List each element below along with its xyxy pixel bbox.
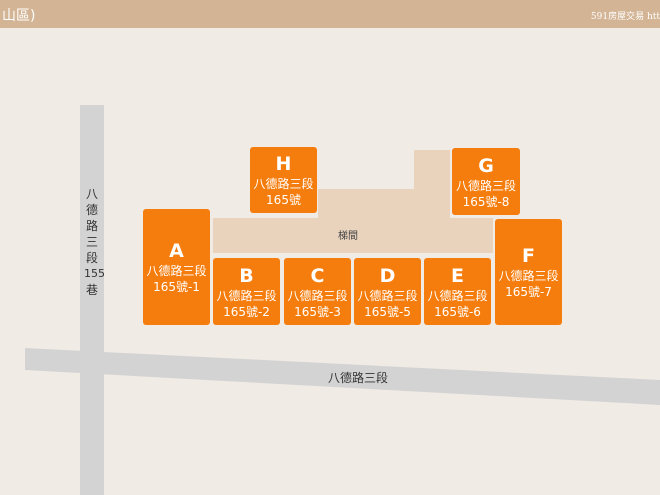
road-char: 路: [85, 219, 98, 233]
unit-number: 165號-8: [462, 194, 510, 209]
unit-letter: B: [239, 264, 254, 287]
unit-d[interactable]: D 八德路三段 165號-5: [354, 258, 421, 325]
unit-number: 165號-1: [153, 280, 200, 294]
unit-number: 165號-3: [294, 304, 341, 319]
stairwell-main: [213, 218, 493, 253]
unit-street: 八德路三段: [287, 288, 348, 303]
unit-letter: D: [379, 264, 396, 287]
road-char: 三: [85, 235, 98, 249]
road-char: 八: [85, 187, 98, 201]
road-char: 德: [85, 203, 98, 217]
unit-number: 165號-7: [505, 285, 552, 299]
unit-letter: C: [310, 264, 325, 287]
unit-b[interactable]: B 八德路三段 165號-2: [213, 258, 280, 325]
unit-street: 八德路三段: [146, 264, 207, 278]
horizontal-road-label: 八德路三段: [328, 371, 389, 385]
unit-street: 八德路三段: [427, 288, 488, 303]
unit-f[interactable]: F 八德路三段 165號-7: [495, 219, 562, 325]
vertical-road: [80, 105, 104, 495]
vertical-road-label: 八 德 路 三 段 155 巷: [84, 186, 105, 298]
unit-letter: H: [275, 153, 292, 175]
header-bar: 山區) 591房屋交易 htt: [0, 0, 660, 28]
unit-letter: A: [169, 240, 184, 262]
unit-h[interactable]: H 八德路三段 165號: [250, 147, 317, 213]
stairwell-tower: [414, 150, 450, 190]
unit-letter: G: [478, 154, 494, 177]
unit-letter: E: [451, 264, 464, 287]
unit-street: 八德路三段: [498, 269, 559, 283]
unit-letter: F: [522, 245, 535, 267]
header-brand: 591房屋交易 htt: [590, 12, 660, 22]
stairwell-upper: [318, 189, 450, 219]
unit-street: 八德路三段: [455, 178, 516, 193]
unit-g[interactable]: G 八德路三段 165號-8: [452, 148, 520, 215]
header-title: 山區): [2, 8, 36, 24]
unit-number: 165號-5: [364, 304, 411, 319]
unit-street: 八德路三段: [357, 288, 418, 303]
unit-e[interactable]: E 八德路三段 165號-6: [424, 258, 491, 325]
road-char: 段: [85, 251, 98, 265]
unit-number: 165號: [266, 193, 301, 207]
unit-number: 165號-6: [434, 304, 481, 319]
unit-c[interactable]: C 八德路三段 165號-3: [284, 258, 351, 325]
road-char: 巷: [85, 283, 98, 297]
stairwell-label: 梯間: [338, 231, 358, 242]
unit-number: 165號-2: [223, 304, 270, 319]
road-char: 155: [84, 267, 105, 280]
unit-a[interactable]: A 八德路三段 165號-1: [143, 209, 210, 325]
unit-street: 八德路三段: [253, 177, 314, 191]
unit-street: 八德路三段: [216, 288, 277, 303]
